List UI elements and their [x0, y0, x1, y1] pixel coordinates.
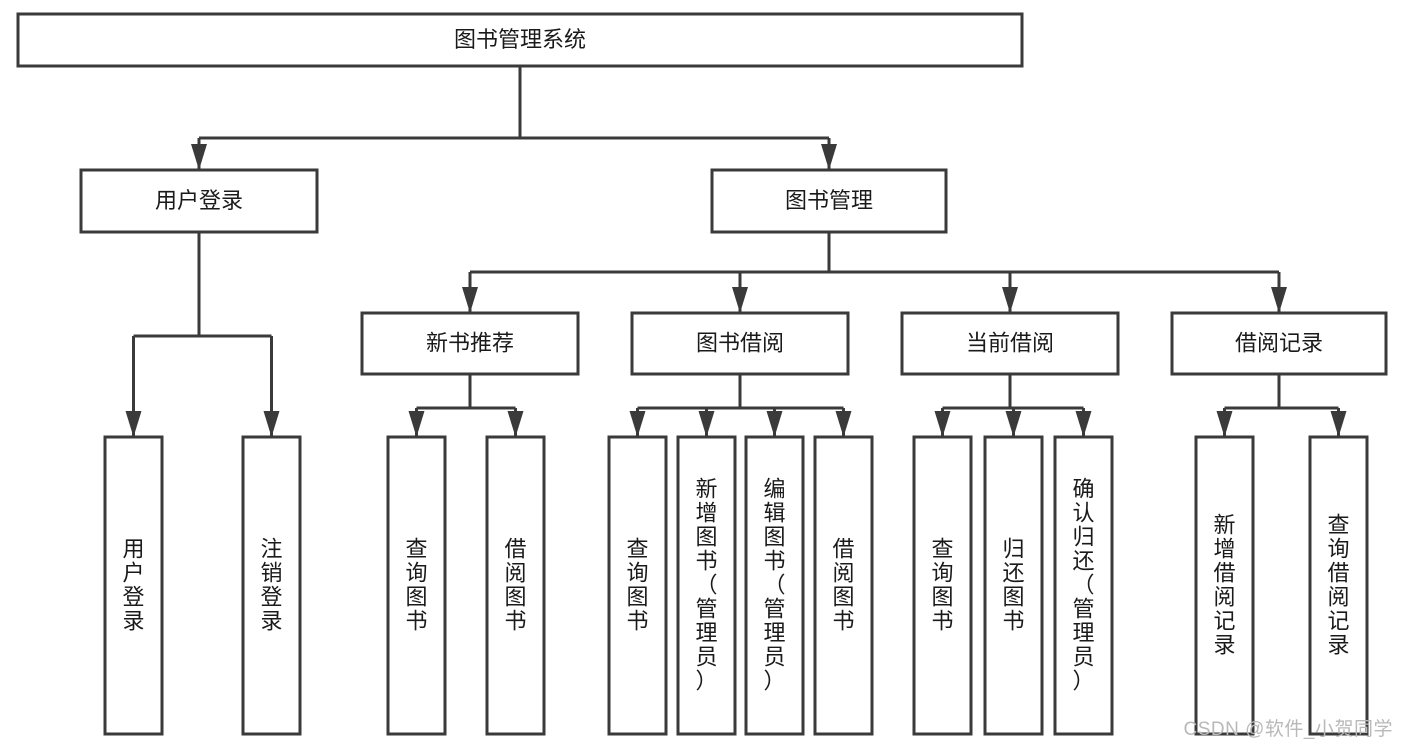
node-box-book-borrow[interactable]	[630, 311, 850, 376]
node-label-current-confirm-return: 确认归还（管理员）	[1072, 477, 1094, 694]
node-box-user-login-signin[interactable]	[103, 435, 164, 736]
node-box-recommend-query-book[interactable]	[386, 435, 447, 736]
node-box-record-add[interactable]	[1194, 435, 1255, 736]
node-label-recommend-borrow-book: 借阅图书	[504, 537, 526, 634]
node-box-borrow-add-book[interactable]	[676, 435, 737, 736]
node-label-current-return-book: 归还图书	[1002, 537, 1024, 634]
node-box-current-query-book[interactable]	[912, 435, 973, 736]
node-box-new-book-recommend[interactable]	[360, 311, 580, 376]
node-label-record-add: 新增借阅记录	[1213, 513, 1235, 658]
node-label-record-query: 查询借阅记录	[1327, 513, 1349, 658]
node-label-recommend-query-book: 查询图书	[405, 537, 427, 634]
node-label-borrow-borrow-book: 借阅图书	[832, 537, 854, 634]
node-box-root[interactable]	[16, 12, 1024, 68]
node-label-borrow-add-book: 新增图书（管理员）	[695, 477, 717, 694]
node-box-book-manage[interactable]	[710, 168, 948, 234]
node-box-borrow-record[interactable]	[1170, 311, 1388, 376]
node-label-borrow-record: 借阅记录	[1235, 330, 1323, 355]
node-label-borrow-edit-book: 编辑图书（管理员）	[763, 477, 785, 694]
node-label-borrow-query-book: 查询图书	[626, 537, 648, 634]
csdn-watermark: CSDN @软件_小贺同学	[1183, 719, 1393, 740]
nodes-layer: 图书管理系统用户登录用户登录注销登录图书管理新书推荐查询图书借阅图书图书借阅查询…	[16, 12, 1388, 736]
node-box-borrow-query-book[interactable]	[607, 435, 668, 736]
node-box-user-login-signout[interactable]	[241, 435, 302, 736]
node-box-current-return-book[interactable]	[983, 435, 1044, 736]
node-box-record-query[interactable]	[1308, 435, 1369, 736]
node-box-borrow-borrow-book[interactable]	[813, 435, 874, 736]
node-label-new-book-recommend: 新书推荐	[426, 330, 514, 355]
node-label-user-login-signin: 用户登录	[122, 537, 144, 634]
node-label-book-manage: 图书管理	[785, 188, 873, 213]
node-box-current-confirm-return[interactable]	[1053, 435, 1114, 736]
node-box-user-login[interactable]	[79, 168, 319, 234]
node-label-book-borrow: 图书借阅	[696, 330, 784, 355]
node-box-current-borrow[interactable]	[900, 311, 1120, 376]
node-box-recommend-borrow-book[interactable]	[485, 435, 546, 736]
node-label-root: 图书管理系统	[454, 27, 586, 52]
node-label-current-query-book: 查询图书	[931, 537, 953, 634]
edges-layer	[125, 66, 1347, 437]
node-box-borrow-edit-book[interactable]	[744, 435, 805, 736]
node-label-user-login: 用户登录	[155, 188, 243, 213]
node-label-user-login-signout: 注销登录	[260, 537, 282, 634]
node-label-current-borrow: 当前借阅	[966, 330, 1054, 355]
